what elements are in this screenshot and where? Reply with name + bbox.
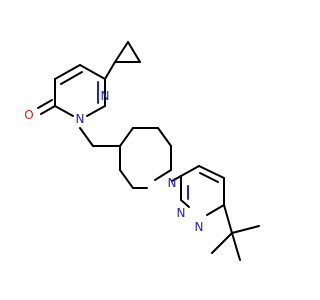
atom-label-nitrogen: N xyxy=(101,89,110,103)
bond xyxy=(157,127,172,147)
cyclopropyl-group xyxy=(104,41,141,80)
bond xyxy=(211,232,233,254)
atom-label-oxygen: O xyxy=(24,108,33,122)
atom-label-nitrogen: N xyxy=(76,112,85,126)
bond xyxy=(60,71,83,85)
structure-canvas: O N N N N N xyxy=(24,41,260,261)
bond xyxy=(114,41,129,63)
bond xyxy=(199,172,219,183)
methylene-bond xyxy=(79,127,94,147)
atom-label-nitrogen: N xyxy=(195,220,204,234)
bond xyxy=(119,127,134,147)
atom-label-nitrogen: N xyxy=(177,206,186,220)
bond xyxy=(104,61,116,80)
pyridazine-ring xyxy=(154,165,225,216)
tert-butyl-group xyxy=(211,204,260,261)
bond xyxy=(119,169,134,189)
bond xyxy=(206,204,225,216)
bond xyxy=(79,64,106,80)
bond xyxy=(180,199,190,208)
bond xyxy=(171,175,182,182)
molecule-drawing: O N N N N N xyxy=(24,41,260,261)
bond xyxy=(231,232,241,261)
bond xyxy=(223,204,233,234)
carbonyl-bond xyxy=(37,99,53,109)
carbonyl-bond xyxy=(40,105,56,115)
bond xyxy=(231,225,260,234)
bond xyxy=(180,165,200,177)
bond xyxy=(154,169,172,181)
pyridazinone-ring xyxy=(37,64,106,117)
bond xyxy=(54,64,81,80)
bond xyxy=(198,165,225,179)
atom-label-nitrogen: N xyxy=(168,176,177,190)
piperidine-ring xyxy=(119,127,172,189)
bond xyxy=(86,105,106,117)
bond xyxy=(54,105,74,117)
bond xyxy=(127,41,141,63)
